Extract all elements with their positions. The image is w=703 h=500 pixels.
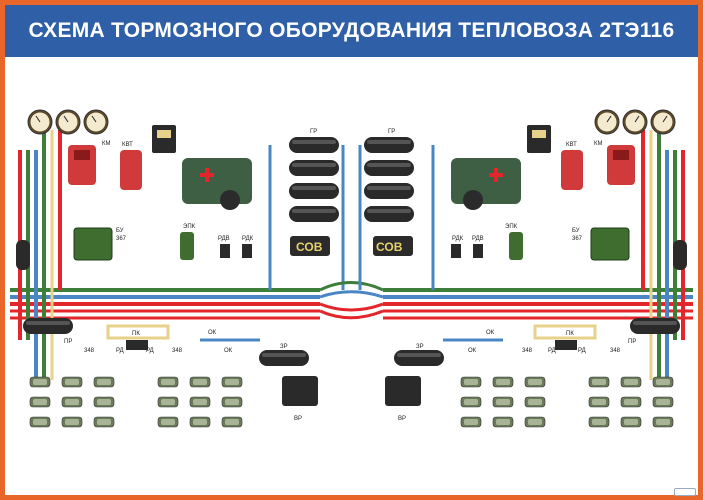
label-rd-left-2: РД bbox=[146, 348, 154, 354]
label-348-right-2: 348 bbox=[610, 348, 621, 354]
label-ok-right-2: ОК bbox=[468, 348, 477, 354]
label-kvt: КВТ bbox=[122, 142, 133, 148]
label-rdk-right: РДК bbox=[452, 236, 464, 242]
label-gr-right: ГР bbox=[388, 129, 395, 135]
label-sov-right: СОВ bbox=[376, 240, 403, 254]
label-pk-left: ПК bbox=[132, 331, 140, 337]
label-rd-left-1: РД bbox=[116, 348, 124, 354]
label-rdv-right: РДВ bbox=[472, 236, 484, 242]
compressor-left bbox=[182, 158, 252, 210]
label-zr-left: ЗР bbox=[280, 344, 288, 350]
label-zr-right: ЗР bbox=[416, 344, 424, 350]
label-epk-right: ЭПК bbox=[505, 224, 518, 230]
brake-cylinders-left bbox=[29, 376, 243, 428]
main-pipe-bundle-left bbox=[10, 288, 320, 320]
label-rdk-left: РДК bbox=[242, 236, 254, 242]
label-km-right: КМ bbox=[594, 141, 603, 147]
label-vr-left: ВР bbox=[294, 416, 302, 422]
label-pr-left: ПР bbox=[64, 339, 72, 345]
manometer-2 bbox=[55, 109, 81, 135]
label-rdv-left: РДВ bbox=[218, 236, 230, 242]
label-348-left-2: 348 bbox=[172, 348, 183, 354]
label-bu-right: БУ bbox=[572, 228, 580, 234]
label-pr-right: ПР bbox=[628, 339, 636, 345]
label-ok-left-2: ОК bbox=[224, 348, 233, 354]
brake-block-bu-left: БУ 367 bbox=[73, 227, 127, 261]
crane-kvt-left: КВТ bbox=[120, 142, 142, 190]
publisher-logo bbox=[674, 488, 696, 496]
manometer-3 bbox=[83, 109, 109, 135]
label-vr-right: ВР bbox=[398, 416, 406, 422]
label-348-right-1: 348 bbox=[522, 348, 533, 354]
valve-cluster-left: ПК РД РД 348 348 bbox=[84, 324, 183, 354]
center-couplers bbox=[319, 281, 384, 320]
label-kvt-right: КВТ bbox=[566, 142, 577, 148]
label-bu-num-right: 367 bbox=[572, 236, 583, 242]
label-ok-left-1: ОК bbox=[208, 330, 217, 336]
label-epk-left: ЭПК bbox=[183, 224, 196, 230]
vr-distributor-left: ВР bbox=[282, 376, 318, 422]
crane-km-left: КМ bbox=[68, 141, 111, 185]
main-reservoirs-left: ГР bbox=[268, 129, 345, 290]
label-rd-right-1: РД bbox=[548, 348, 556, 354]
left-section: КМ КВТ БУ 367 ГР bbox=[10, 109, 345, 428]
control-unit-left bbox=[152, 125, 176, 153]
epk-left: ЭПК bbox=[180, 224, 196, 260]
zr-tank-left: ЗР bbox=[259, 344, 309, 366]
label-bu-num: 367 bbox=[116, 236, 127, 242]
rdv-left: РДВ bbox=[218, 236, 230, 258]
label-gr-left: ГР bbox=[310, 129, 317, 135]
pr-tank-left: ПР bbox=[23, 318, 73, 345]
left-small-tank bbox=[16, 240, 30, 270]
ok-valves-left: ОК ОК bbox=[200, 330, 260, 354]
sov-box-left: СОВ bbox=[290, 236, 330, 256]
label-bu: БУ bbox=[116, 228, 124, 234]
right-labels: КМ КВТ БУ 367 ГР СОВ ЭПК РДВ РДК ПР ПК Р… bbox=[376, 129, 636, 422]
rdk-left: РДК bbox=[242, 236, 254, 258]
right-section bbox=[358, 109, 693, 428]
label-sov-left: СОВ bbox=[296, 240, 323, 254]
title-bar: СХЕМА ТОРМОЗНОГО ОБОРУДОВАНИЯ ТЕПЛОВОЗА … bbox=[5, 5, 698, 57]
label-rd-right-2: РД bbox=[578, 348, 586, 354]
label-ok-right-1: ОК bbox=[486, 330, 495, 336]
label-pk-right: ПК bbox=[566, 331, 574, 337]
label-348-left-1: 348 bbox=[84, 348, 95, 354]
left-edge-risers bbox=[16, 130, 62, 380]
label-km: КМ bbox=[102, 141, 111, 147]
poster-title: СХЕМА ТОРМОЗНОГО ОБОРУДОВАНИЯ ТЕПЛОВОЗА … bbox=[28, 19, 675, 42]
manometer-1 bbox=[27, 109, 53, 135]
